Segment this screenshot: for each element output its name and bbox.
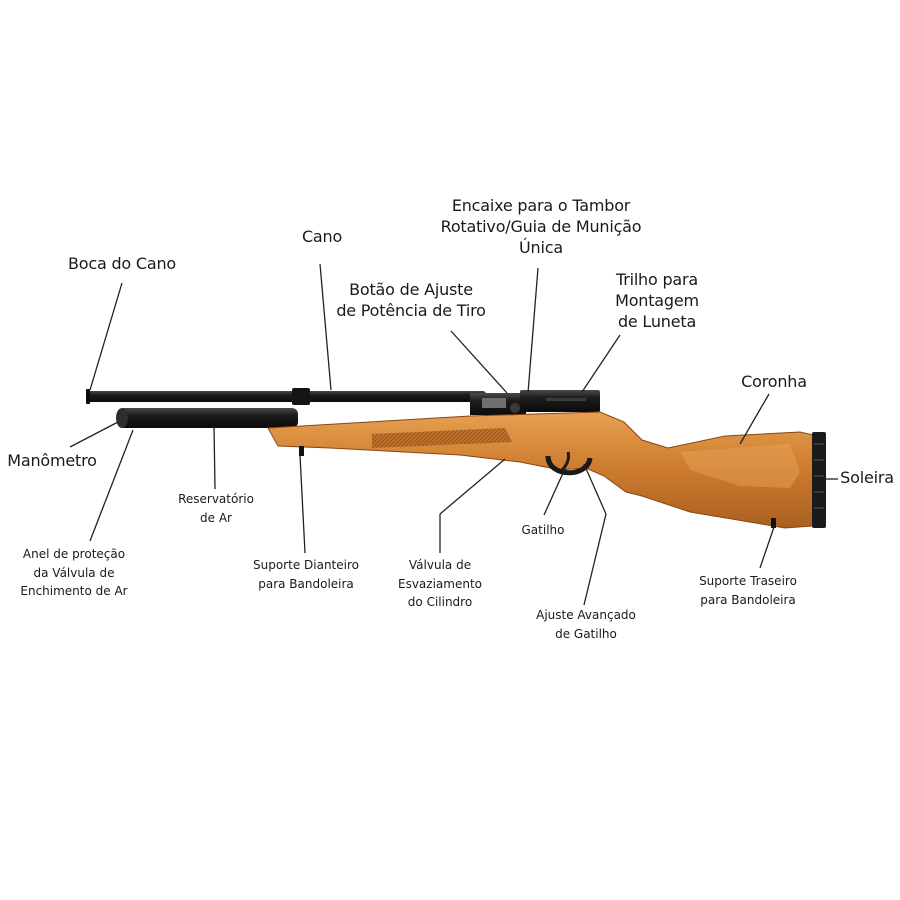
label-trilho-luneta: Trilho para Montagem de Luneta	[615, 270, 699, 331]
label-gatilho: Gatilho	[521, 523, 565, 537]
receiver	[470, 390, 600, 415]
rear-sling-stud	[771, 518, 776, 528]
label-suporte-traseiro: Suporte Traseiro para Bandoleira	[699, 574, 797, 607]
label-coronha: Coronha	[741, 372, 807, 391]
label-anel-protecao: Anel de proteção da Válvula de Enchiment…	[20, 547, 128, 599]
label-boca-do-cano: Boca do Cano	[68, 254, 176, 273]
label-valvula-esvaziamento: Válvula de Esvaziamento do Cilindro	[398, 558, 482, 610]
air-reservoir	[116, 408, 298, 428]
label-soleira: Soleira	[840, 468, 894, 487]
label-encaixe-tambor: Encaixe para o Tambor Rotativo/Guia de M…	[440, 196, 642, 257]
label-botao-ajuste: Botão de Ajuste de Potência de Tiro	[336, 280, 486, 320]
label-suporte-dianteiro: Suporte Dianteiro para Bandoleira	[253, 558, 359, 591]
barrel	[86, 388, 486, 405]
front-sling-stud	[299, 446, 304, 456]
label-manometro: Manômetro	[7, 451, 97, 470]
butt-pad	[812, 432, 826, 528]
label-reservatorio: Reservatório de Ar	[178, 492, 254, 525]
wooden-stock	[267, 411, 823, 529]
label-ajuste-gatilho: Ajuste Avançado de Gatilho	[536, 608, 636, 641]
label-cano: Cano	[301, 227, 343, 246]
